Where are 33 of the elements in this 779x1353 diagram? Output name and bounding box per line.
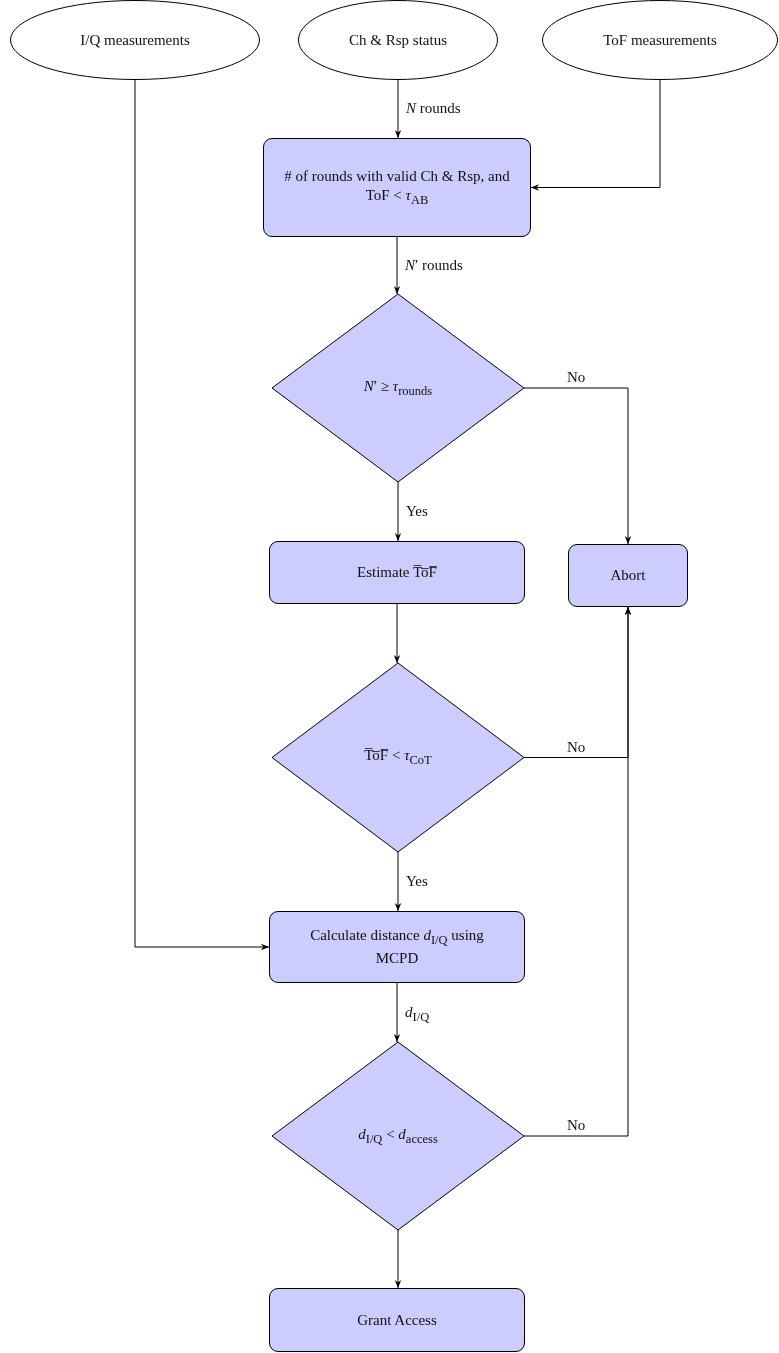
decision-diamond: [272, 1042, 524, 1230]
decision-diamond: [272, 663, 524, 852]
node-text: Abort: [610, 566, 646, 585]
arrow: [394, 1229, 402, 1289]
node-text: N′ ≥ τ$_{rounds}$: [363, 376, 433, 400]
input-ellipse: [298, 0, 498, 80]
arrow: [134, 79, 270, 951]
node-text: d$_{I/Q}$ < d$_{access}$: [358, 1124, 438, 1148]
node-text: I/Q measurements: [80, 30, 190, 50]
arrow: [393, 982, 401, 1043]
arrow: [393, 236, 401, 295]
process-box: [269, 1288, 525, 1352]
arrow: [523, 387, 632, 545]
process-box: [269, 541, 525, 604]
process-box: [568, 544, 688, 607]
arrow: [393, 603, 401, 664]
arrow: [394, 79, 402, 139]
node-text: ToF measurements: [603, 30, 717, 50]
node-text: T̅o̅F̅ < τ$_{CoT}$: [364, 746, 432, 769]
arrow: [523, 606, 632, 1137]
input-ellipse: [10, 0, 260, 80]
process-box: [263, 138, 531, 237]
node-text: # of rounds with valid Ch & Rsp, and ToF < τ$_{AB}$: [283, 166, 511, 209]
node-text: Ch & Rsp status: [349, 30, 447, 50]
node-text: Calculate distance d$_{I/Q}$ using MCPD: [309, 926, 485, 968]
arrow: [394, 481, 402, 542]
input-ellipse: [542, 0, 778, 80]
node-text: Grant Access: [357, 1310, 437, 1330]
arrow: [394, 851, 402, 912]
process-box: [269, 911, 525, 983]
node-text: Estimate T̅o̅F̅: [357, 563, 437, 582]
arrow: [530, 79, 661, 191]
decision-diamond: [272, 294, 524, 482]
